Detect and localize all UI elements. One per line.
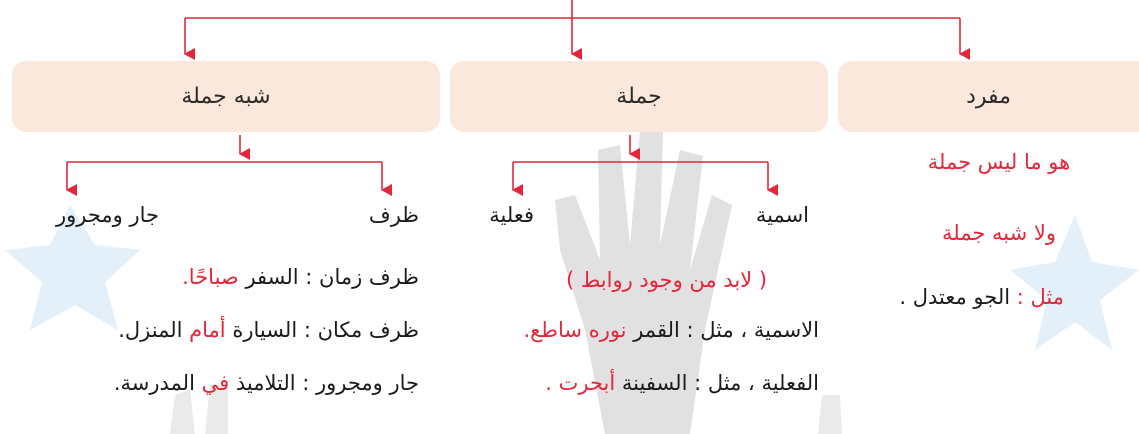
hand-shape-center (555, 130, 732, 434)
shibh-example-zaman-highlight: صباحًا. (182, 265, 239, 289)
mufrad-definition-line1: هو ما ليس جملة (927, 150, 1071, 174)
box-jumla-label: جملة (616, 84, 662, 109)
shibh-type-zarf: ظرف (368, 203, 419, 227)
jumla-example-filiyya-prefix: الفعلية ، مثل : السفينة (621, 371, 819, 395)
star-shape-left (5, 205, 140, 330)
shibh-example-zaman: ظرف زمان : السفر صباحًا. (182, 262, 419, 292)
box-mufrad: مفرد (838, 61, 1139, 132)
shibh-example-makan-highlight: أمام (189, 318, 226, 342)
shibh-example-jar-suffix: المدرسة. (113, 371, 195, 395)
shibh-example-jar: جار ومجرور : التلاميذ في المدرسة. (114, 368, 419, 398)
mufrad-example-label: مثل : (1016, 285, 1064, 309)
hand-shape-bottom-left (170, 385, 228, 434)
jumla-type-filiyya: فعلية (489, 203, 534, 227)
mufrad-definition-line2: ولا شبه جملة (942, 221, 1056, 245)
jumla-type-ismiyya: اسمية (755, 203, 809, 227)
box-shibh-jumla-label: شبه جملة (181, 84, 271, 109)
star-shape-right (1010, 215, 1139, 350)
mufrad-example: مثل : الجو معتدل . (899, 282, 1064, 312)
box-jumla: جملة (450, 61, 828, 132)
shibh-example-makan-prefix: ظرف مكان : السيارة (232, 318, 419, 342)
shibh-example-zaman-prefix: ظرف زمان : السفر (245, 265, 419, 289)
jumla-example-ismiyya-prefix: الاسمية ، مثل : القمر (633, 318, 819, 342)
box-shibh-jumla: شبه جملة (12, 61, 440, 132)
mufrad-example-text: الجو معتدل . (899, 285, 1011, 309)
shibh-example-jar-highlight: في (201, 371, 230, 395)
shibh-example-makan: ظرف مكان : السيارة أمام المنزل. (118, 315, 419, 345)
box-mufrad-label: مفرد (966, 84, 1011, 109)
shibh-example-makan-suffix: المنزل. (118, 318, 183, 342)
jumla-example-ismiyya-highlight: نوره ساطع. (523, 318, 627, 342)
jumla-example-filiyya: الفعلية ، مثل : السفينة أبحرت . (545, 368, 819, 398)
shibh-type-jar: جار ومجرور (55, 203, 159, 227)
jumla-example-filiyya-highlight: أبحرت . (545, 371, 616, 395)
jumla-note: ( لابد من وجود روابط ) (565, 268, 768, 292)
hand-shape-bottom-right (818, 395, 842, 434)
shibh-example-jar-prefix: جار ومجرور : التلاميذ (235, 371, 419, 395)
jumla-example-ismiyya: الاسمية ، مثل : القمر نوره ساطع. (523, 315, 819, 345)
